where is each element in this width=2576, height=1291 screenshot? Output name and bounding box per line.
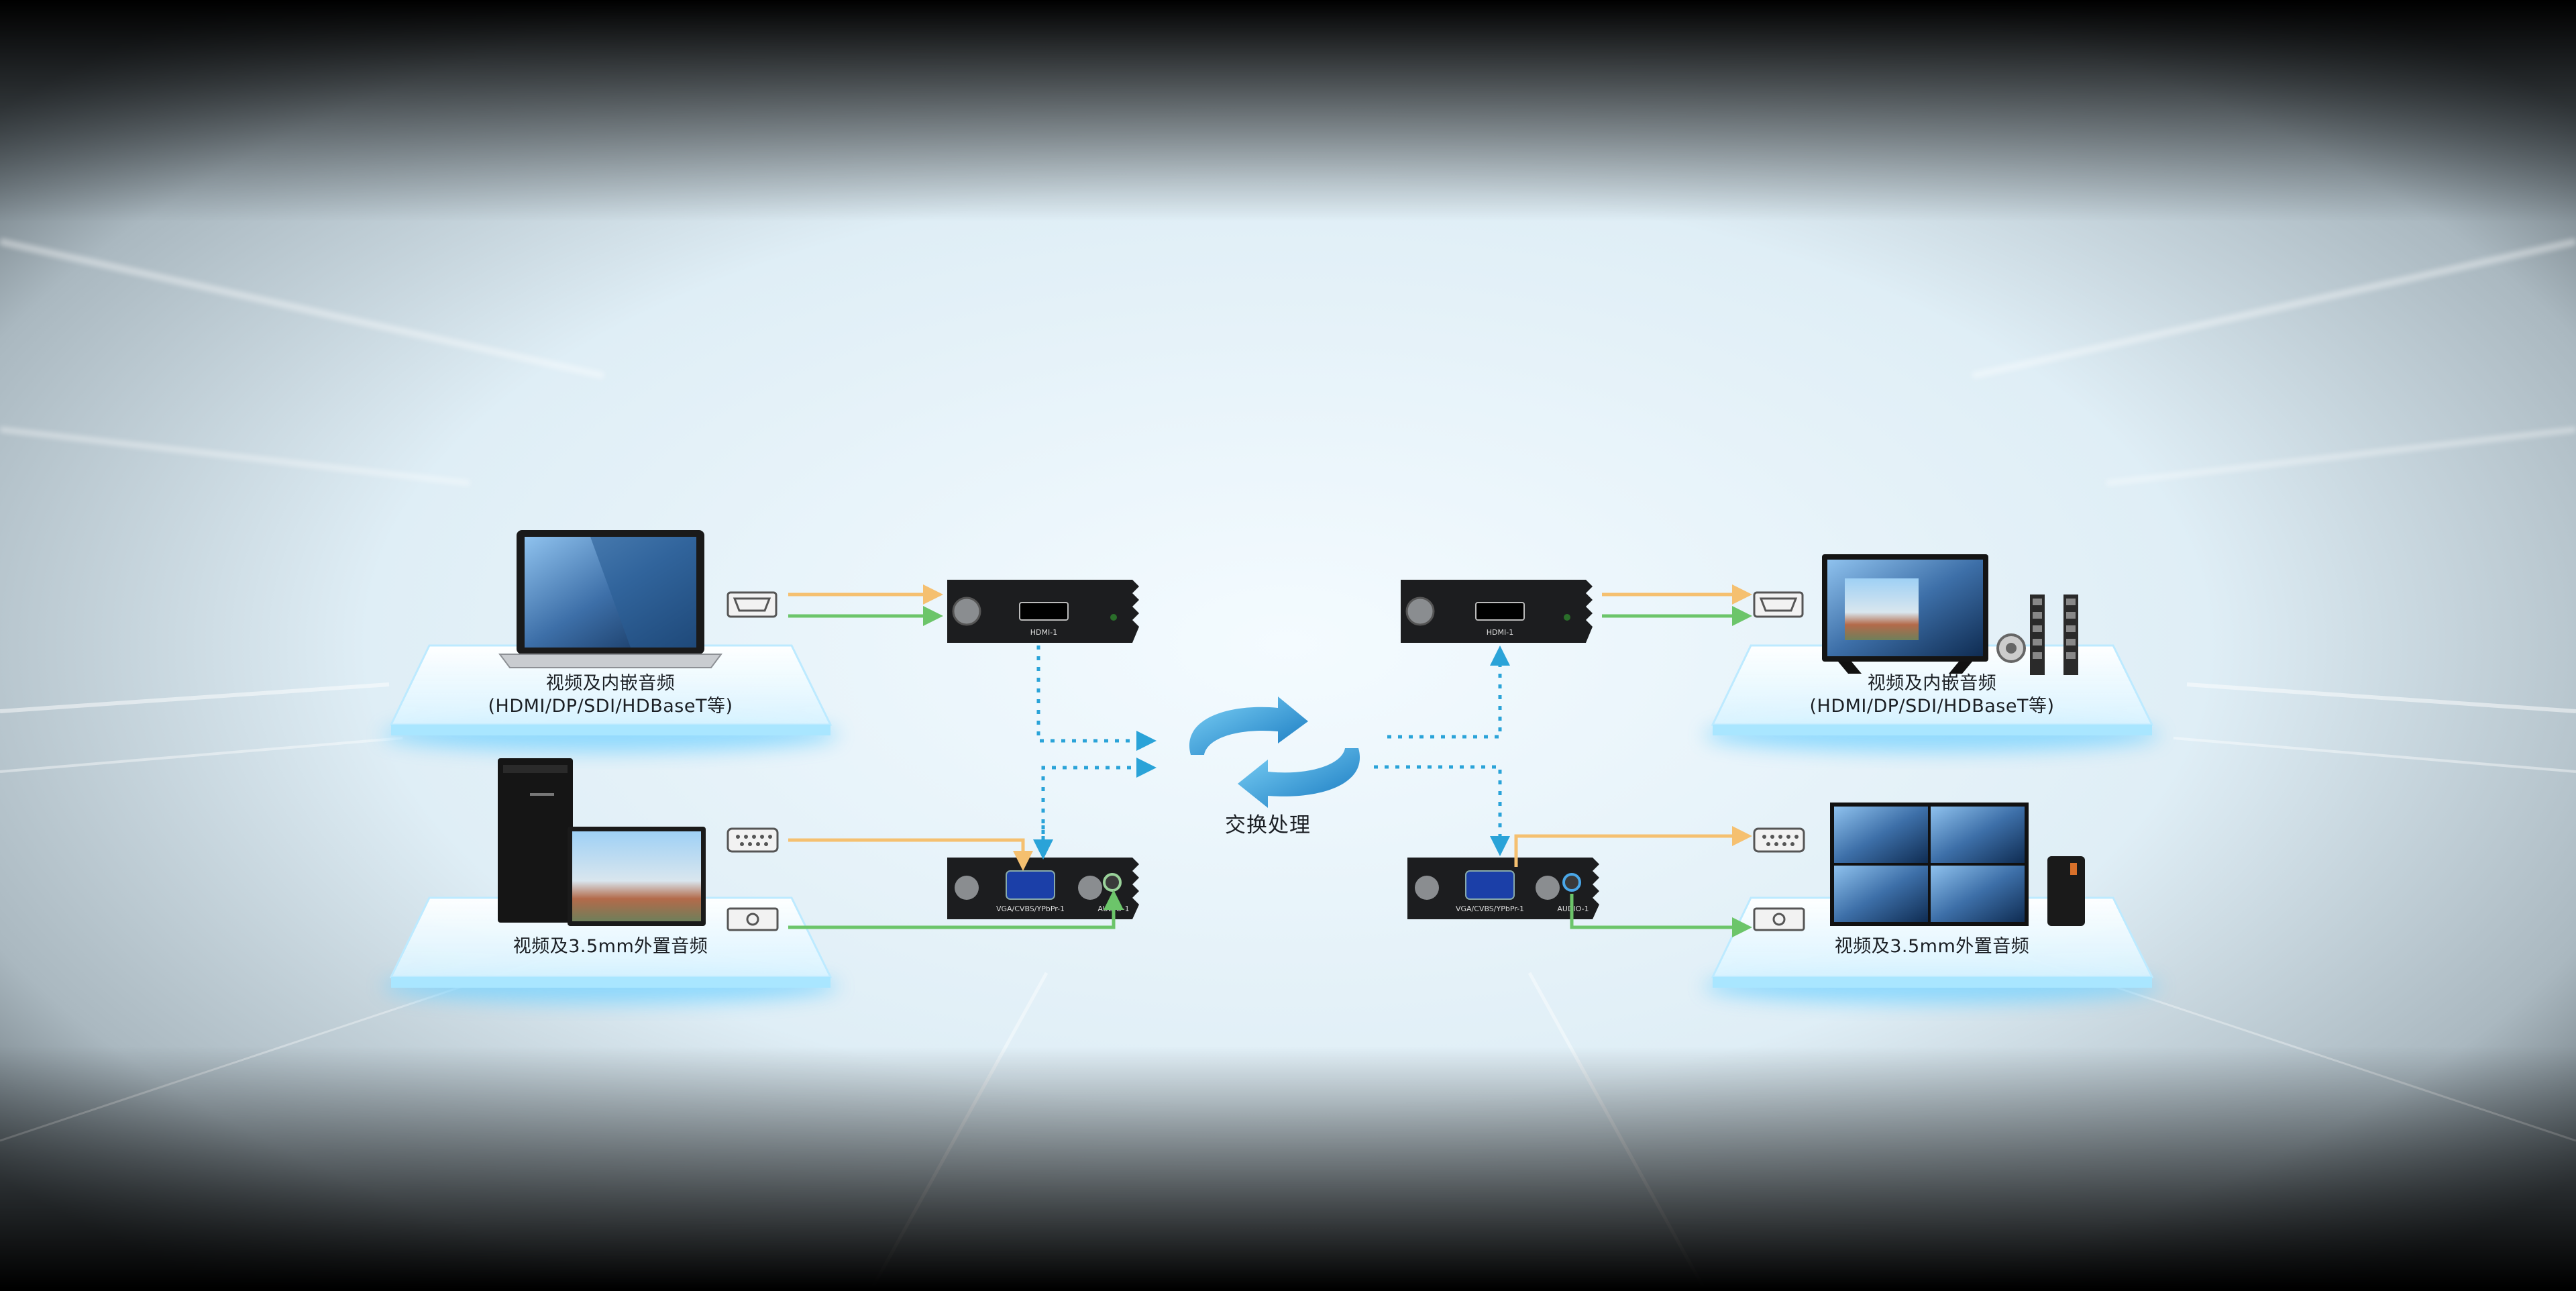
- hdmi-port-label-out: HDMI-1: [1487, 628, 1513, 637]
- platform-left-top: [382, 644, 839, 752]
- top-vignette: [0, 0, 2576, 221]
- connection-lines: [788, 584, 1752, 937]
- vga-port-label-out: VGA/CVBS/YPbPr-1: [1456, 905, 1524, 913]
- label-right-top-sub: (HDMI/DP/SDI/HDBaseT等): [1809, 696, 2055, 717]
- vga-port-icon: [727, 827, 779, 853]
- laptop-icon: [498, 530, 722, 668]
- bottom-vignette: [0, 1047, 2576, 1288]
- exchange-cycle-icon: [1189, 696, 1360, 808]
- desktop-pc-icon: [498, 758, 573, 923]
- tv-icon: [1822, 554, 1988, 674]
- hdmi-input-module: HDMI-1: [947, 580, 1139, 643]
- vga-port-label: VGA/CVBS/YPbPr-1: [996, 905, 1065, 913]
- label-right-bottom: 视频及3.5mm外置音频: [1834, 936, 2030, 957]
- audio-port-icon: [727, 907, 779, 931]
- vga-audio-input-module: VGA/CVBS/YPbPr-1 AUDIO-1: [947, 858, 1139, 919]
- video-wall-icon: [1830, 803, 2029, 926]
- hdmi-output-module: HDMI-1: [1401, 580, 1593, 643]
- vga-port-icon-out: [1753, 827, 1805, 853]
- vga-audio-output-module: VGA/CVBS/YPbPr-1 AUDIO-1: [1407, 858, 1599, 919]
- label-exchange: 交换处理: [1225, 813, 1311, 837]
- label-right-top: 视频及内嵌音频: [1867, 673, 1997, 694]
- label-left-bottom: 视频及3.5mm外置音频: [513, 936, 708, 957]
- hdmi-port-icon: [727, 591, 777, 618]
- label-left-top-sub: (HDMI/DP/SDI/HDBaseT等): [488, 696, 733, 717]
- platform-right-bottom: [1704, 896, 2160, 1004]
- audio-port-icon-out: [1753, 907, 1805, 931]
- speaker-icon-small: [2047, 856, 2085, 926]
- dotted-lines: [1033, 646, 1510, 860]
- hdmi-port-label: HDMI-1: [1030, 628, 1057, 637]
- label-left-top: 视频及内嵌音频: [545, 673, 676, 694]
- hdmi-port-icon-out: [1753, 591, 1804, 618]
- speaker-icon: [1996, 595, 2078, 675]
- monitor-icon: [568, 827, 706, 926]
